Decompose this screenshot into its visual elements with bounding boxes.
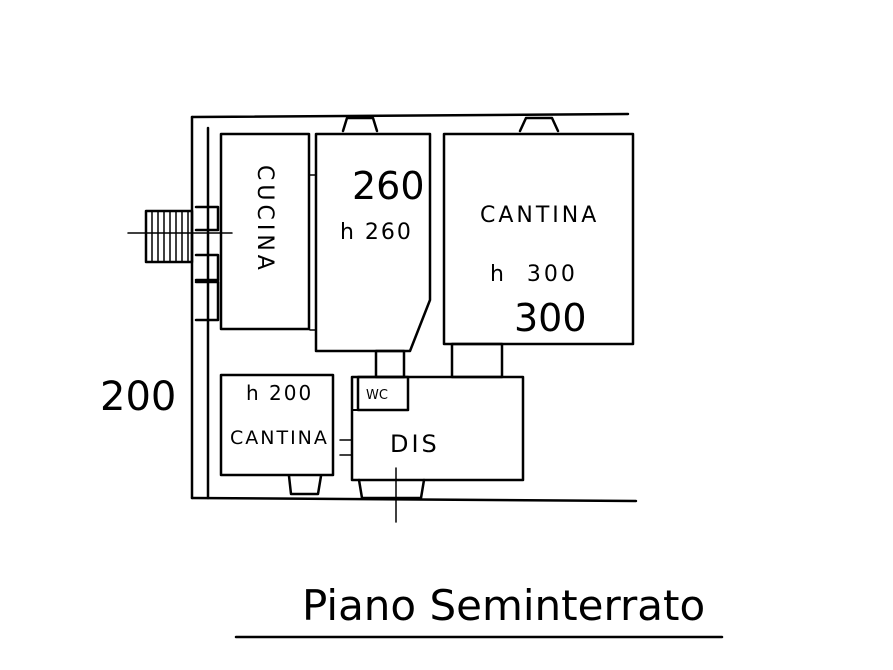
room-cantina-large bbox=[442, 132, 635, 346]
dis-label: DIS bbox=[390, 430, 440, 458]
cantina-large-label: CANTINA bbox=[480, 203, 599, 228]
window-bottom-2 bbox=[357, 478, 426, 500]
window-left-3 bbox=[194, 280, 220, 322]
room-cucina bbox=[219, 132, 311, 331]
plan-title: Piano Seminterrato bbox=[302, 581, 705, 630]
room-260-height-label: h 260 bbox=[340, 220, 413, 245]
window-left-1 bbox=[194, 205, 220, 232]
room-dis bbox=[350, 375, 525, 482]
door-dis-left bbox=[339, 439, 353, 456]
outer-wall-top bbox=[190, 112, 630, 119]
outer-wall-bottom bbox=[190, 496, 638, 503]
cucina-label: CUCINA bbox=[252, 165, 277, 274]
wc-label: WC bbox=[366, 388, 388, 403]
window-left-2 bbox=[194, 253, 220, 282]
passage-260 bbox=[374, 349, 406, 379]
side-dimension-label: 200 bbox=[100, 374, 176, 420]
cantina-small-label: CANTINA bbox=[230, 427, 329, 449]
room-260 bbox=[314, 132, 432, 353]
room-260-big-label: 260 bbox=[352, 164, 425, 208]
cantina-large-big-label: 300 bbox=[514, 296, 587, 340]
stair bbox=[144, 209, 194, 264]
window-bottom-1 bbox=[287, 474, 323, 496]
window-top-2 bbox=[518, 116, 560, 133]
cantina-large-height-label: h 300 bbox=[490, 262, 578, 287]
passage-cantina bbox=[450, 342, 504, 379]
window-top-1 bbox=[341, 116, 379, 133]
cantina-small-height-label: h 200 bbox=[246, 381, 313, 405]
room-cantina-small bbox=[219, 373, 335, 477]
